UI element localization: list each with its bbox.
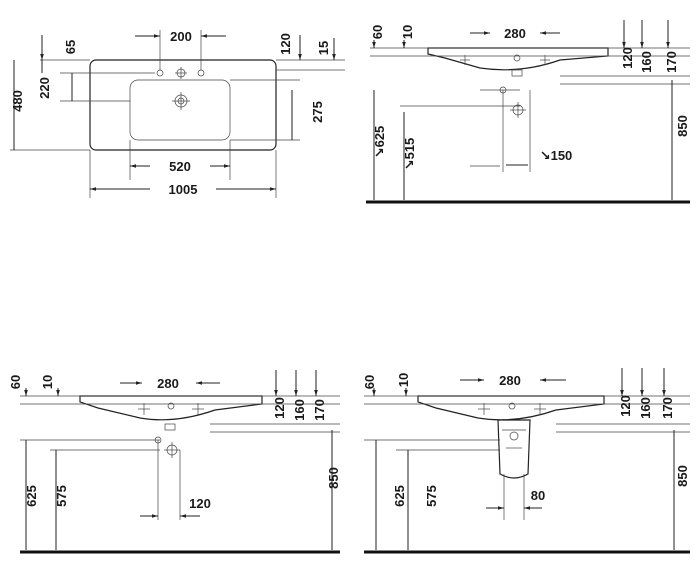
dim-1005: 1005 <box>169 182 198 197</box>
dim-275: 275 <box>310 101 325 123</box>
dim-280-a: 280 <box>504 26 526 41</box>
dim-170-c: 170 <box>660 397 675 419</box>
dim-280-b: 280 <box>157 376 179 391</box>
top-view: 200 65 220 480 120 15 275 520 <box>10 29 345 198</box>
dim-60-b: 60 <box>8 375 23 389</box>
dim-120-b: 120 <box>272 397 287 419</box>
basin-profile-2 <box>79 395 263 421</box>
dim-15: 15 <box>316 41 331 55</box>
dim-170-b: 170 <box>312 399 327 421</box>
basin-profile-3 <box>417 395 605 421</box>
dim-575-b: 575 <box>54 485 69 507</box>
dim-120-top: 120 <box>278 33 293 55</box>
dim-850-b: 850 <box>326 467 341 489</box>
dim-80-c: 80 <box>531 488 545 503</box>
basin-profile-1 <box>427 47 609 71</box>
dim-120-a: 120 <box>620 47 635 69</box>
dim-160-c: 160 <box>638 397 653 419</box>
dim-625-b: 625 <box>24 485 39 507</box>
dim-60-c: 60 <box>362 375 377 389</box>
dim-850-c: 850 <box>675 465 690 487</box>
dim-200: 200 <box>170 29 192 44</box>
dim-120-b2: 120 <box>189 496 211 511</box>
dim-60-a: 60 <box>370 25 385 39</box>
dim-160-a: 160 <box>639 51 654 73</box>
dim-575-c: 575 <box>424 485 439 507</box>
dim-520: 520 <box>169 159 191 174</box>
dim-280-c: 280 <box>499 373 521 388</box>
side-view-siphon: 60 10 280 120 160 170 850 625 575 80 <box>362 368 690 554</box>
side-view-wall: 60 10 280 120 160 170 850 ↘625 ↘515 ↘150 <box>366 20 690 204</box>
dim-160-b: 160 <box>292 399 307 421</box>
side-view-floor: 60 10 280 120 160 170 850 625 575 120 <box>8 370 341 554</box>
basin-outline-top <box>89 59 277 151</box>
dim-10-c: 10 <box>396 373 411 387</box>
dim-65: 65 <box>63 40 78 54</box>
dim-170-a: 170 <box>664 51 679 73</box>
dim-625-a: ↘625 <box>372 126 387 159</box>
dim-480: 480 <box>10 90 25 112</box>
dim-515-a: ↘515 <box>402 138 417 171</box>
dim-625-c: 625 <box>392 485 407 507</box>
dim-150-a: ↘150 <box>540 148 573 163</box>
dim-220: 220 <box>37 77 52 99</box>
dim-120-c: 120 <box>618 395 633 417</box>
dim-10-b: 10 <box>40 375 55 389</box>
dim-850-a: 850 <box>675 115 690 137</box>
siphon-cover <box>497 419 531 479</box>
bowl-outline-top <box>129 79 231 141</box>
dim-10-a: 10 <box>400 25 415 39</box>
